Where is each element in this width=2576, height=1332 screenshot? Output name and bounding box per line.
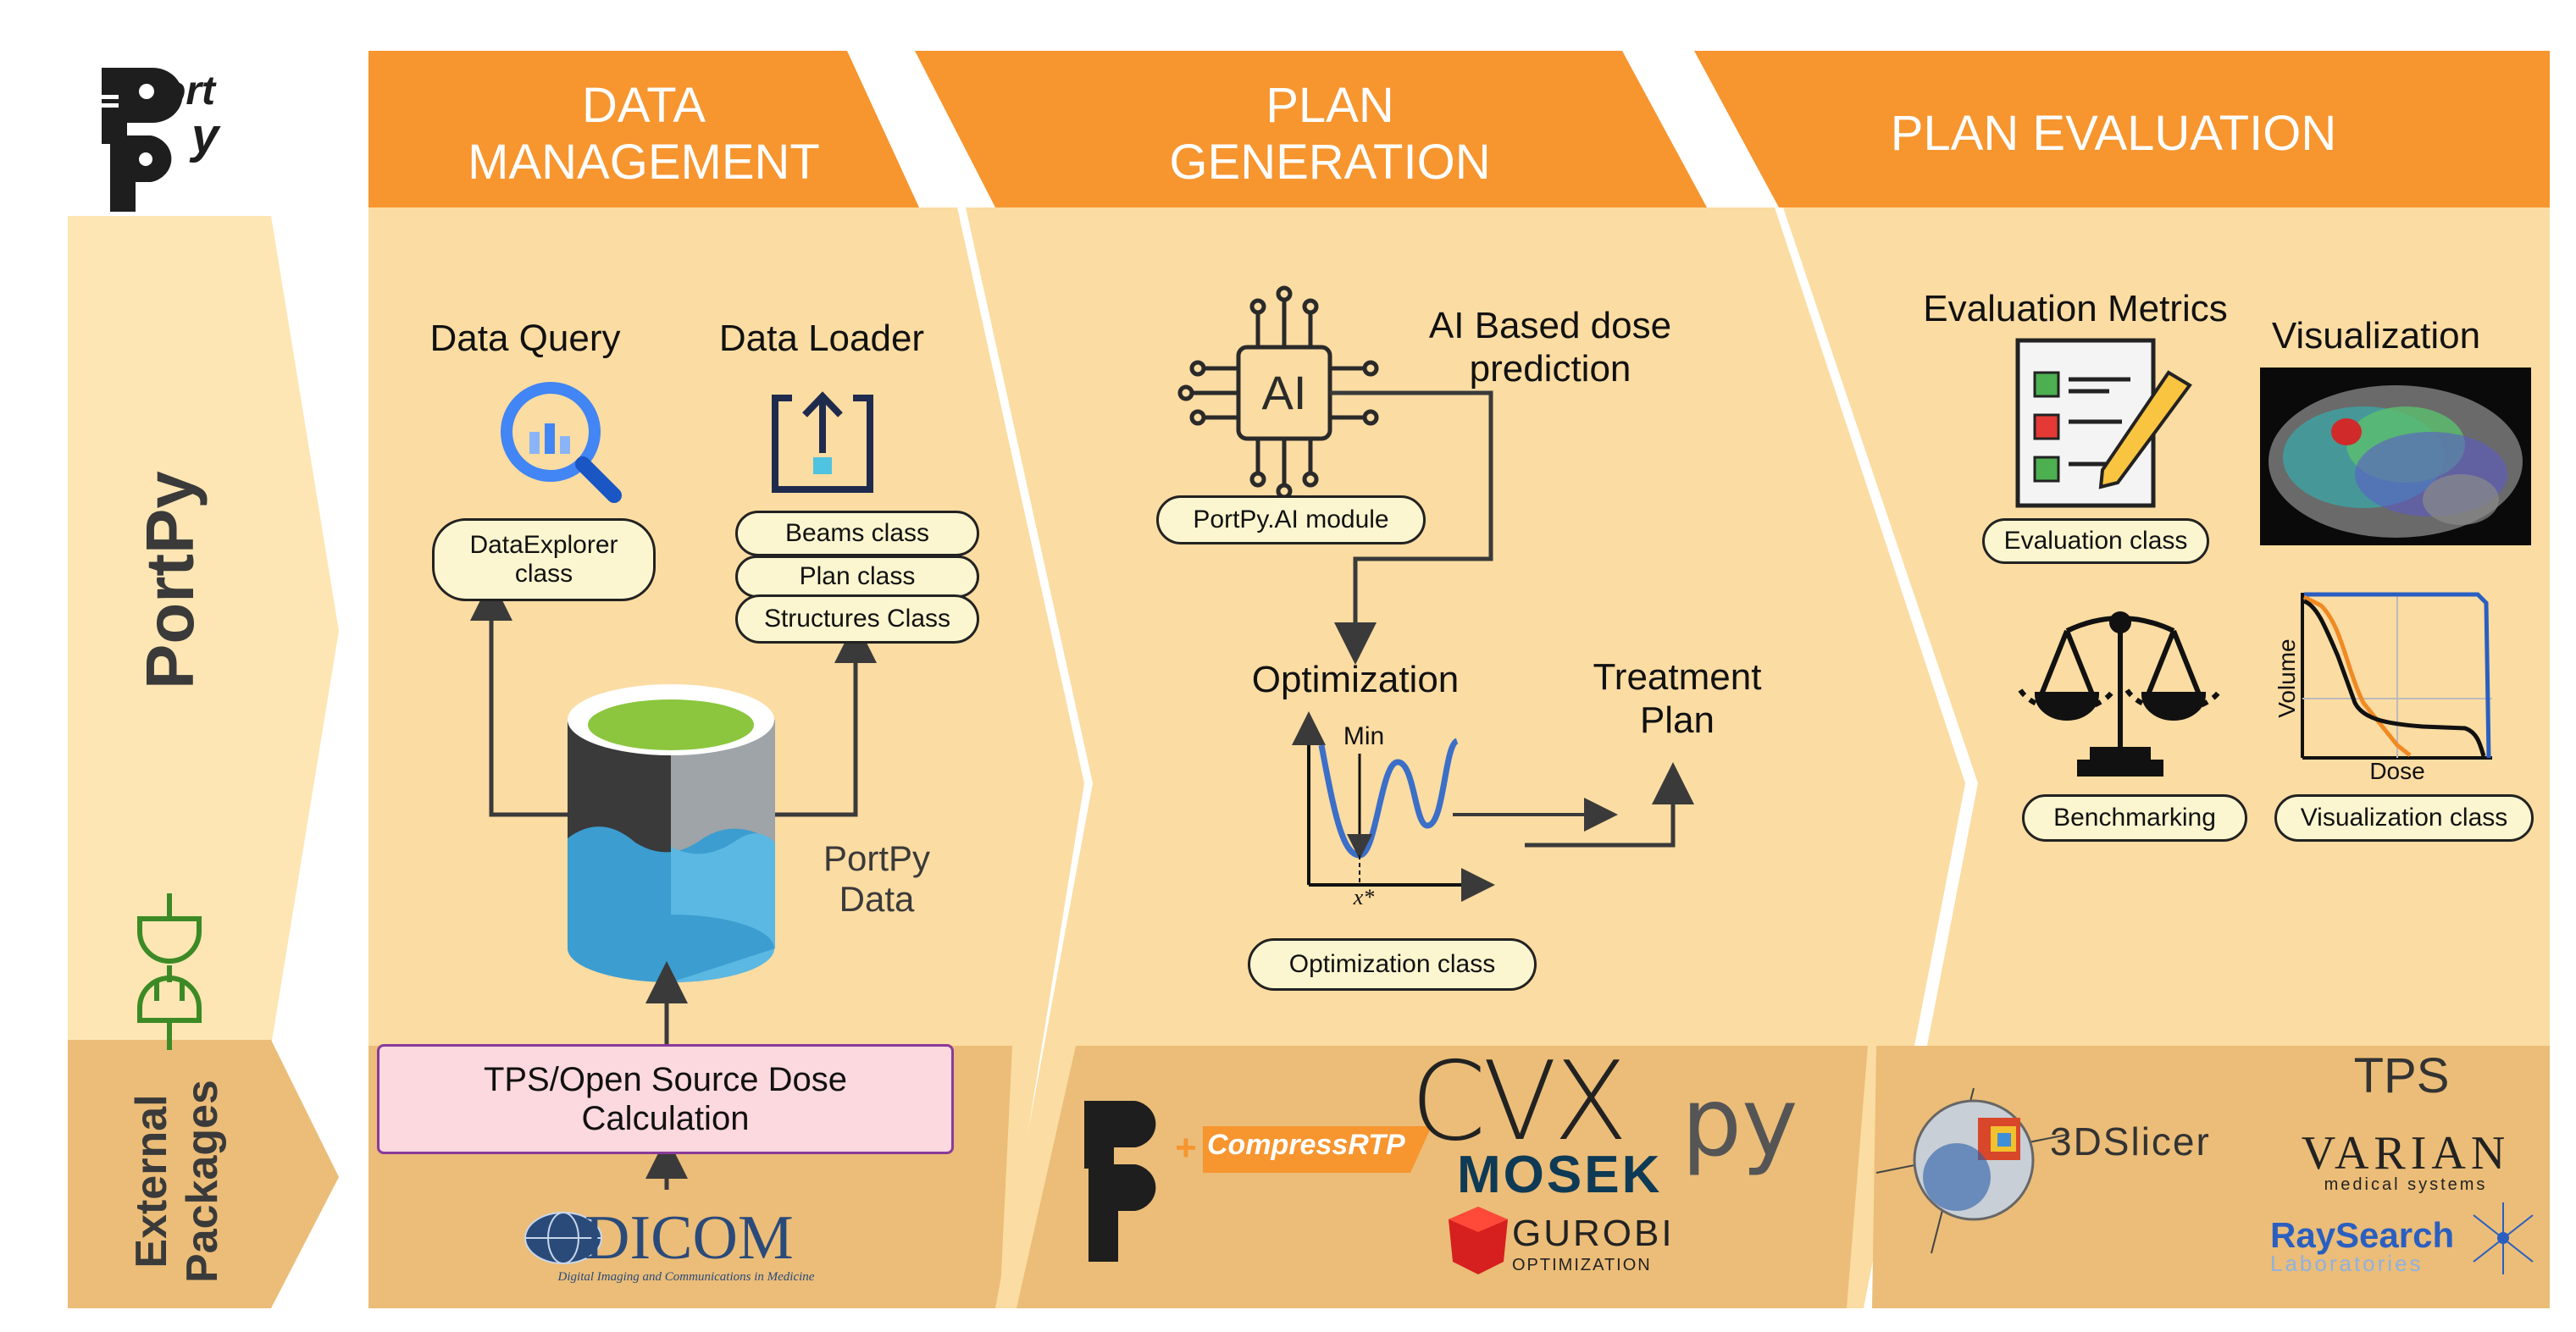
- clipboard-checklist-icon: [2015, 338, 2192, 508]
- optimization-curve-icon: [1292, 711, 1495, 902]
- structures-class-pill: Structures Class: [735, 594, 979, 644]
- portpy-row-rail: [68, 216, 339, 1046]
- plug-icon: [137, 893, 202, 1050]
- arrow-db-to-loader: [775, 621, 877, 817]
- slicer-logo-mark: [1875, 1087, 2068, 1254]
- balance-scale-icon: [2018, 611, 2223, 777]
- visualization-class-pill: Visualization class: [2274, 794, 2534, 842]
- cvxpy-logo-text-py: py: [1681, 1068, 1798, 1178]
- optimization-label: Optimization: [1251, 659, 1460, 700]
- raysearch-logo-subtitle: Laboratories: [2270, 1251, 2424, 1276]
- row-label-external-packages: External Packages: [127, 1080, 227, 1283]
- external-row-rail: [68, 1040, 339, 1308]
- cvxpy-logo-text-cvx: CVX: [1410, 1039, 1628, 1165]
- ai-chip-label: AI: [1261, 366, 1307, 419]
- beams-class-pill: Beams class: [735, 511, 979, 556]
- varian-logo-subtitle: medical systems: [2324, 1175, 2488, 1194]
- arrow-to-treatment-plan: [1525, 762, 1694, 848]
- dicom-logo-subtitle: Digital Imaging and Communications in Me…: [557, 1270, 815, 1284]
- benchmarking-pill: Benchmarking: [2022, 794, 2247, 842]
- raysearch-star-icon: [2473, 1202, 2534, 1274]
- dvh-y-axis-label: Volume: [2273, 638, 2300, 718]
- dicom-logo-text: DICOM: [584, 1203, 794, 1273]
- dvh-x-axis-label: Dose: [2369, 758, 2425, 784]
- gurobi-logo-text: GUROBI: [1512, 1213, 1675, 1254]
- logo-text-y: y: [191, 108, 219, 163]
- gurobi-logo-mark: [1449, 1207, 1508, 1274]
- gurobi-logo-subtitle: OPTIMIZATION: [1512, 1256, 1652, 1274]
- tps-label: TPS: [2353, 1048, 2450, 1103]
- raysearch-logo-text: RaySearch: [2270, 1215, 2455, 1255]
- plan-generation-header: [915, 51, 1707, 207]
- portpy-data-label: PortPy Data: [823, 838, 931, 920]
- data-loader-label: Data Loader: [718, 318, 925, 359]
- logo-text-ort: ort: [161, 69, 215, 113]
- database-icon: [568, 684, 775, 982]
- x-star-label: x*: [1353, 885, 1375, 909]
- svg-text:+: +: [1175, 1127, 1197, 1169]
- evaluation-class-pill: Evaluation class: [1982, 518, 2209, 564]
- data-management-header: [368, 51, 919, 207]
- plan-evaluation-external-band: [1872, 1046, 2550, 1308]
- plan-generation-external-band: [1017, 1046, 1868, 1308]
- plan-generation-panel: [966, 207, 1965, 1308]
- portpy-ai-module-pill: PortPy.AI module: [1156, 495, 1426, 544]
- tps-dose-calculation-box: TPS/Open Source Dose Calculation: [377, 1044, 954, 1154]
- ct-scan-image: [2260, 368, 2531, 545]
- header-data-management: DATA MANAGEMENT: [468, 78, 820, 190]
- compressrtp-logo-text: CompressRTP: [1207, 1129, 1405, 1161]
- mosek-logo-text: MOSEK: [1457, 1146, 1663, 1204]
- data-query-label: Data Query: [429, 318, 621, 359]
- portpy-logo: [93, 68, 183, 212]
- header-plan-evaluation: PLAN EVALUATION: [1890, 106, 2337, 161]
- min-label: Min: [1343, 722, 1385, 750]
- optimization-class-pill: Optimization class: [1248, 938, 1537, 991]
- arrow-db-to-explorer: [470, 578, 568, 817]
- treatment-plan-label: Treatment Plan: [1593, 656, 1762, 741]
- dicom-globe-icon: [524, 1212, 602, 1264]
- upload-icon: [772, 391, 873, 493]
- varian-logo-text: VARIAN: [2301, 1127, 2511, 1180]
- plan-evaluation-header: [1694, 51, 2550, 207]
- dvh-chart: [2301, 592, 2492, 760]
- row-label-portpy: PortPy: [132, 471, 208, 689]
- slicer-logo-text: 3DSlicer: [2050, 1119, 2211, 1163]
- ai-chip-icon: [1177, 285, 1379, 500]
- compressrtp-logo: +: [1084, 1101, 1432, 1262]
- evaluation-metrics-label: Evaluation Metrics: [1923, 288, 2228, 329]
- arrow-ai-to-optimization: [1330, 390, 1493, 665]
- plan-class-pill: Plan class: [735, 555, 979, 598]
- ai-dose-prediction-label: AI Based dose prediction: [1428, 305, 1672, 390]
- data-explorer-class-pill: DataExplorer class: [432, 518, 656, 601]
- search-icon: [501, 382, 622, 503]
- header-plan-generation: PLAN GENERATION: [1169, 78, 1491, 190]
- visualization-label: Visualization: [2271, 315, 2481, 356]
